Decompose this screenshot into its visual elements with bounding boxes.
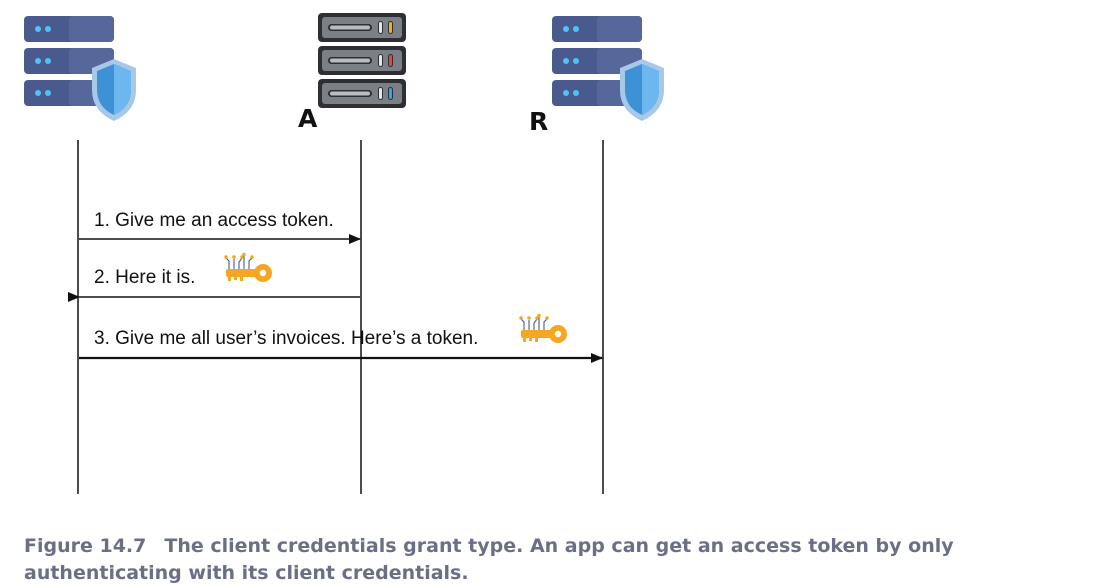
message-2-label: 2. Here it is. (94, 267, 195, 288)
participant-label-resource-server: R (529, 107, 548, 136)
message-1-label: 1. Give me an access token. (94, 210, 334, 231)
auth-server-icon (318, 13, 406, 108)
client-server-icon (24, 16, 136, 121)
caption-text: The client credentials grant type. An ap… (24, 535, 954, 584)
key-icon (518, 313, 568, 344)
key-icon (223, 252, 273, 283)
participant-label-auth-server: A (298, 104, 318, 133)
message-3-label: 3. Give me all user’s invoices. Here’s a… (94, 328, 478, 349)
resource-server-icon (552, 16, 664, 121)
figure-number: Figure 14.7 (24, 535, 147, 557)
